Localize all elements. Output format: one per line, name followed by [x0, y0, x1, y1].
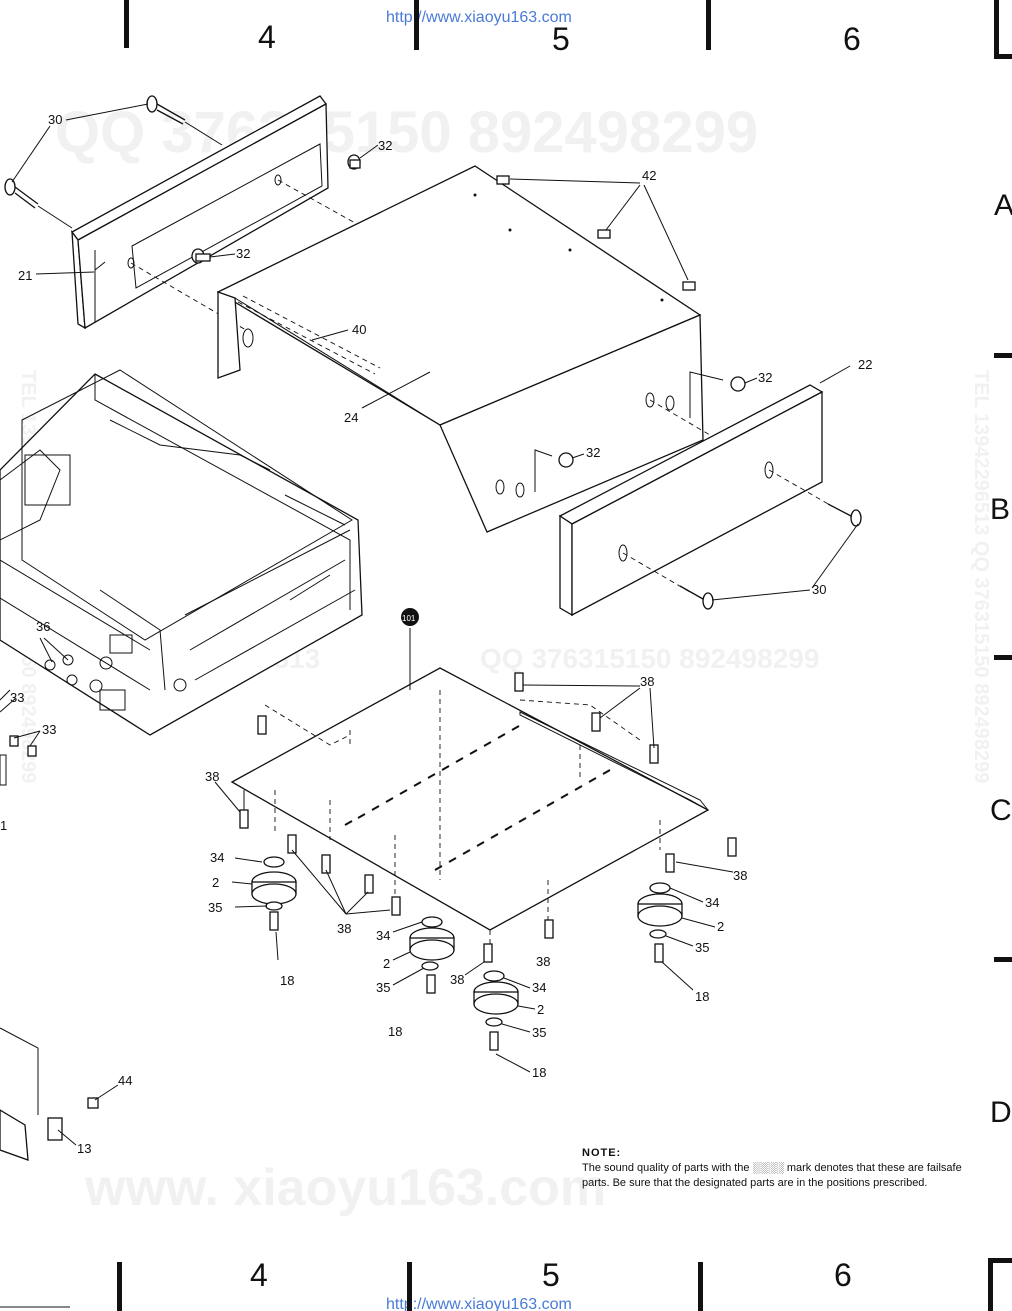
- grid-column-6-bottom: 6: [834, 1257, 852, 1293]
- callout-34-c: 34: [532, 980, 546, 995]
- url-watermark-top: http://www.xiaoyu163.com: [386, 9, 572, 26]
- screw-32-right: [534, 371, 771, 492]
- callout-1: 1: [0, 818, 7, 833]
- url-watermark-bottom: http://www.xiaoyu163.com: [386, 1296, 572, 1311]
- callout-18-d: 18: [695, 989, 709, 1004]
- callout-18-c: 18: [532, 1065, 546, 1080]
- callout-38-b: 38: [205, 769, 219, 784]
- callout-2-a: 2: [212, 875, 219, 890]
- callout-18-b: 18: [388, 1024, 402, 1039]
- callout-22: 22: [858, 357, 872, 372]
- callout-24: 24: [344, 410, 358, 425]
- callout-34-a: 34: [210, 850, 224, 865]
- callout-40: 40: [352, 322, 366, 337]
- callout-35-b: 35: [376, 980, 390, 995]
- grid-column-5-top: 5: [552, 21, 570, 57]
- callout-38-f: 38: [450, 972, 464, 987]
- callout-34-b: 34: [376, 928, 390, 943]
- callout-2-c: 2: [537, 1002, 544, 1017]
- grid-column-4-top: 4: [258, 19, 276, 55]
- screw-42-group: [496, 175, 696, 291]
- callout-18-a: 18: [280, 973, 294, 988]
- grid-row-a: A: [994, 189, 1012, 222]
- leader-lines: [0, 103, 859, 1146]
- watermark-qq-mid: QQ 376315150 892498299: [480, 643, 819, 674]
- callout-38-a: 38: [640, 674, 654, 689]
- callout-38-e: 38: [536, 954, 550, 969]
- note-block: NOTE: The sound quality of parts with th…: [582, 1146, 982, 1191]
- note-body: The sound quality of parts with the ░░░░…: [582, 1162, 962, 1189]
- callout-2-b: 2: [383, 956, 390, 971]
- callout-35-a: 35: [208, 900, 222, 915]
- screw-38-group: [239, 672, 737, 963]
- watermark-site-bottom: www. xiaoyu163.com: [84, 1159, 606, 1217]
- callout-33-b: 33: [42, 722, 56, 737]
- watermark-right-vertical: TEL 13942296513 QQ 376315150 892498299: [970, 370, 992, 783]
- grid-row-d: D: [990, 1096, 1012, 1129]
- callout-42: 42: [642, 168, 656, 183]
- callout-2-d: 2: [717, 919, 724, 934]
- screw-30-upper: [4, 95, 223, 229]
- watermark-qq-top: QQ 376315150 892498299: [55, 100, 758, 165]
- foot-assembly-left: [251, 856, 297, 931]
- callout-44: 44: [118, 1073, 132, 1088]
- grid-column-4-bottom: 4: [250, 1257, 268, 1293]
- callout-30-a: 30: [48, 112, 62, 127]
- callout-32-a: 32: [378, 138, 392, 153]
- callout-35-d: 35: [695, 940, 709, 955]
- callout-32-c: 32: [758, 370, 772, 385]
- bottom-plate: [230, 608, 710, 960]
- left-margin-parts: [0, 689, 99, 1161]
- main-chassis: [0, 369, 363, 736]
- callout-38-d: 38: [733, 868, 747, 883]
- callout-101: 101: [402, 614, 416, 623]
- callout-34-d: 34: [705, 895, 719, 910]
- callout-30-b: 30: [812, 582, 826, 597]
- callout-32-b: 32: [236, 246, 250, 261]
- callout-32-d: 32: [586, 445, 600, 460]
- callout-36: 36: [36, 619, 50, 634]
- callout-33-a: 33: [10, 690, 24, 705]
- side-panel-left: [71, 95, 329, 330]
- top-cover: [216, 165, 704, 533]
- callout-13: 13: [77, 1141, 91, 1156]
- callout-35-c: 35: [532, 1025, 546, 1040]
- grid-column-6-top: 6: [843, 21, 861, 57]
- callout-38-c: 38: [337, 921, 351, 936]
- side-panel-right: [558, 384, 831, 617]
- callout-21: 21: [18, 268, 32, 283]
- foot-assembly-center: [409, 916, 455, 994]
- foot-assembly-front: [473, 970, 519, 1051]
- grid-row-b: B: [990, 493, 1010, 526]
- grid-row-c: C: [990, 794, 1012, 827]
- foot-assembly-right: [637, 882, 683, 963]
- grid-column-5-bottom: 5: [542, 1257, 560, 1293]
- note-title: NOTE:: [582, 1147, 622, 1159]
